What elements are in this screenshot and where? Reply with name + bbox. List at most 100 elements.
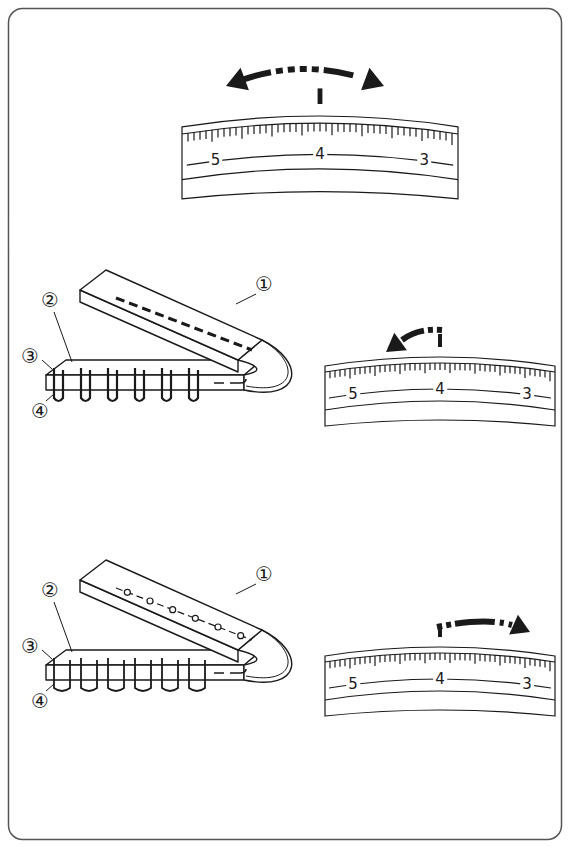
dial-tick xyxy=(364,657,365,664)
leader-line xyxy=(46,684,54,691)
dial-tick xyxy=(484,654,485,661)
dial-tick xyxy=(349,659,350,669)
dial-tick xyxy=(359,367,360,374)
dial-tick xyxy=(544,371,545,378)
dial-tick xyxy=(373,125,374,133)
dial-tick xyxy=(374,366,375,376)
dial-lower-arc xyxy=(182,169,458,180)
dial-pointer xyxy=(318,88,323,104)
overcast-stitch xyxy=(162,658,178,691)
dial-tick xyxy=(433,131,434,139)
dial-tick xyxy=(459,653,460,660)
top-layer-top xyxy=(80,270,262,360)
dial-tick xyxy=(384,365,385,372)
dial-tick xyxy=(414,363,415,370)
dial-tick xyxy=(187,133,188,141)
dial-tick xyxy=(235,127,236,135)
folded-fabric xyxy=(42,270,292,401)
callout-number: ④ xyxy=(31,691,49,711)
overcast-stitch xyxy=(54,658,70,691)
dial-tick xyxy=(504,366,505,373)
dial-pointer xyxy=(438,334,442,347)
dial-tick xyxy=(211,130,212,142)
frame xyxy=(9,9,562,840)
dial-tick xyxy=(403,127,404,135)
dial-tick xyxy=(301,123,302,135)
stitch-loop xyxy=(147,598,153,604)
dial-tick xyxy=(479,364,480,371)
stitch-loop xyxy=(192,615,198,621)
dial-tick xyxy=(474,654,475,664)
dial-tick xyxy=(223,128,224,136)
dial-tick xyxy=(193,132,194,140)
dial-tick xyxy=(424,653,425,663)
dial-tick xyxy=(253,126,254,134)
dial-tick xyxy=(277,124,278,132)
dial-tick xyxy=(439,653,440,660)
dial-tick xyxy=(364,367,365,374)
dial-tick xyxy=(544,661,545,668)
dial-tick xyxy=(354,658,355,665)
dial-tick xyxy=(529,659,530,666)
dial-body xyxy=(325,357,555,426)
dial-tick xyxy=(385,126,386,134)
dial-number: 3 xyxy=(520,387,534,402)
stitch-dial xyxy=(182,88,458,198)
dial-tick xyxy=(369,656,370,663)
overcast-stitch xyxy=(108,658,124,691)
dial-tick xyxy=(325,123,326,131)
adjust-arrow xyxy=(437,621,512,627)
dial-tick xyxy=(444,653,445,660)
dial-tick xyxy=(529,369,530,376)
dial-tick xyxy=(514,367,515,374)
dial-tick xyxy=(404,364,405,371)
callout-number: ④ xyxy=(31,401,49,421)
overcast-stitch xyxy=(189,658,205,691)
dial-tick xyxy=(549,661,550,671)
callout-number: ③ xyxy=(21,346,39,366)
dial-tick xyxy=(389,655,390,662)
dial-tick xyxy=(439,363,440,370)
leader-line xyxy=(54,602,72,652)
top-layer-top xyxy=(80,560,262,650)
dial-tick xyxy=(384,655,385,662)
dial-tick xyxy=(534,369,535,376)
stitch-loop xyxy=(170,607,176,613)
dial-tick xyxy=(504,656,505,663)
dial-pointer xyxy=(438,624,442,637)
dial-tick xyxy=(205,131,206,139)
fold-thickness xyxy=(246,340,288,388)
dial-tick xyxy=(354,368,355,375)
dial-tick xyxy=(379,125,380,133)
dial-tick xyxy=(391,126,392,138)
stitch-end xyxy=(214,669,246,673)
dial-tick xyxy=(339,370,340,377)
dial-tick xyxy=(289,124,290,132)
dial-tick xyxy=(344,659,345,666)
dial-tick xyxy=(499,365,500,375)
dial-tick xyxy=(469,364,470,371)
arrow-head xyxy=(226,68,249,90)
dial-tick xyxy=(539,370,540,377)
dial-number: 4 xyxy=(433,382,447,397)
dial-tick xyxy=(265,125,266,133)
dial-tick xyxy=(283,124,284,132)
dial-tick xyxy=(295,124,296,132)
leader-line xyxy=(42,360,52,369)
dial-tick xyxy=(474,364,475,374)
dial-tick xyxy=(539,660,540,667)
adjust-arrow xyxy=(402,330,442,340)
leader-line xyxy=(236,294,256,304)
dial-tick xyxy=(509,366,510,373)
dial-tick xyxy=(259,125,260,133)
dial-number: 3 xyxy=(520,677,534,692)
dial-tick xyxy=(379,365,380,372)
leader-line xyxy=(236,584,256,594)
dial-tick xyxy=(369,366,370,373)
dial-tick xyxy=(464,363,465,370)
dial-tick xyxy=(247,126,248,134)
dial-tick xyxy=(334,371,335,378)
dial-tick xyxy=(429,653,430,660)
folded-fabric xyxy=(42,560,292,691)
overcast-stitch xyxy=(135,658,151,691)
